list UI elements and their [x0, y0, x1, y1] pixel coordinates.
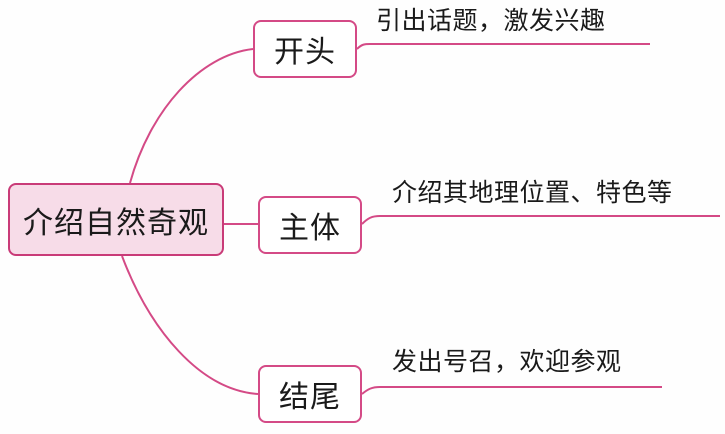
- underline-end: [361, 386, 662, 395]
- branch-node-end: 结尾: [258, 365, 362, 423]
- note-end: 发出号召，欢迎参观: [392, 347, 622, 376]
- branch-node-open: 开头: [253, 20, 357, 78]
- branch-label-body: 主体: [279, 211, 341, 246]
- root-node: 介绍自然奇观: [8, 183, 224, 256]
- branch-node-body: 主体: [258, 196, 362, 254]
- note-open: 引出话题，激发兴趣: [376, 6, 606, 35]
- note-body: 介绍其地理位置、特色等: [392, 178, 673, 207]
- connector-root-to-open: [129, 48, 254, 184]
- underline-open: [356, 43, 650, 50]
- underline-body: [361, 215, 720, 225]
- branch-label-open: 开头: [274, 35, 336, 70]
- branch-label-end: 结尾: [279, 380, 341, 415]
- root-label: 介绍自然奇观: [23, 205, 209, 241]
- connector-root-to-end: [121, 255, 259, 395]
